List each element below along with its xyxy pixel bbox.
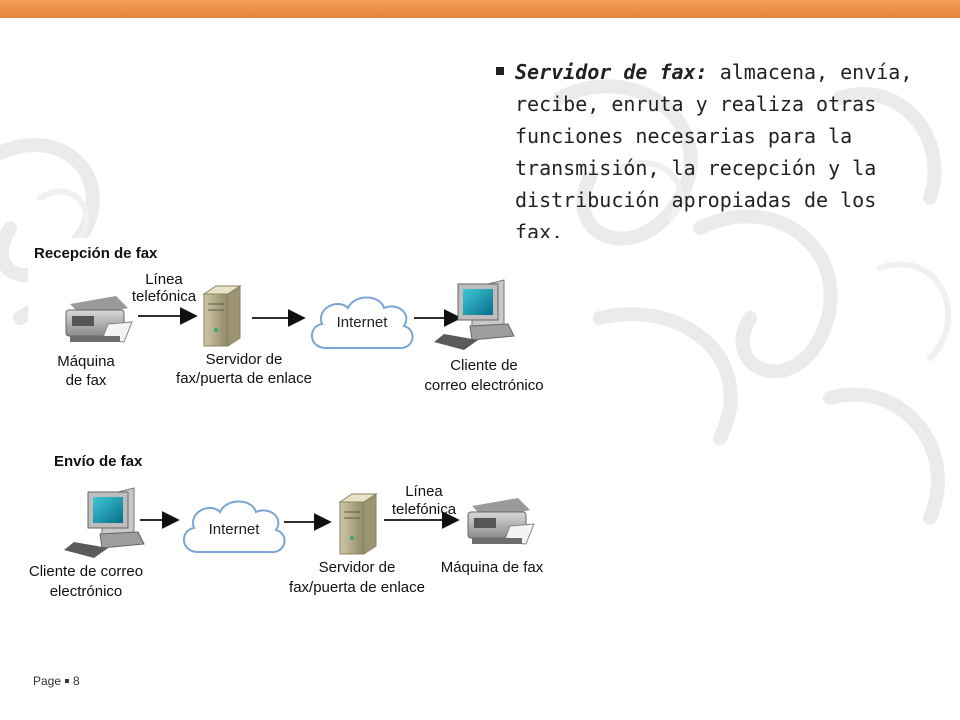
bullet-description: almacena, envía, recibe, enruta y realiz… [515, 60, 913, 244]
sending-server-icon [338, 493, 378, 555]
sending-cloud-label: Internet [209, 521, 261, 538]
email-client-computer-icon [434, 279, 515, 350]
fax-machine-icon [65, 296, 133, 343]
sending-email-client-computer-icon [64, 487, 145, 558]
bullet-square-icon [496, 67, 504, 75]
reception-title: Recepción de fax [34, 245, 158, 262]
bullet-text: Servidor de fax: almacena, envía, recibe… [515, 56, 936, 248]
page-footer: Page 8 [33, 674, 80, 688]
bullet-term: Servidor de fax: [515, 60, 708, 84]
footer-label: Page [33, 674, 62, 688]
sending-title: Envío de fax [54, 453, 143, 470]
sending-fax-label: Máquina de fax [441, 559, 544, 576]
top-accent-bar [0, 0, 960, 18]
sending-fax-machine-icon [467, 498, 535, 545]
sending-internet-cloud-icon: Internet [183, 500, 286, 554]
internet-cloud-icon: Internet [311, 296, 414, 350]
bullet-point: Servidor de fax: almacena, envía, recibe… [496, 56, 936, 248]
reception-cloud-label: Internet [337, 314, 389, 331]
page-number: 8 [73, 674, 80, 688]
server-icon [202, 285, 242, 347]
footer-separator-icon [65, 678, 70, 683]
